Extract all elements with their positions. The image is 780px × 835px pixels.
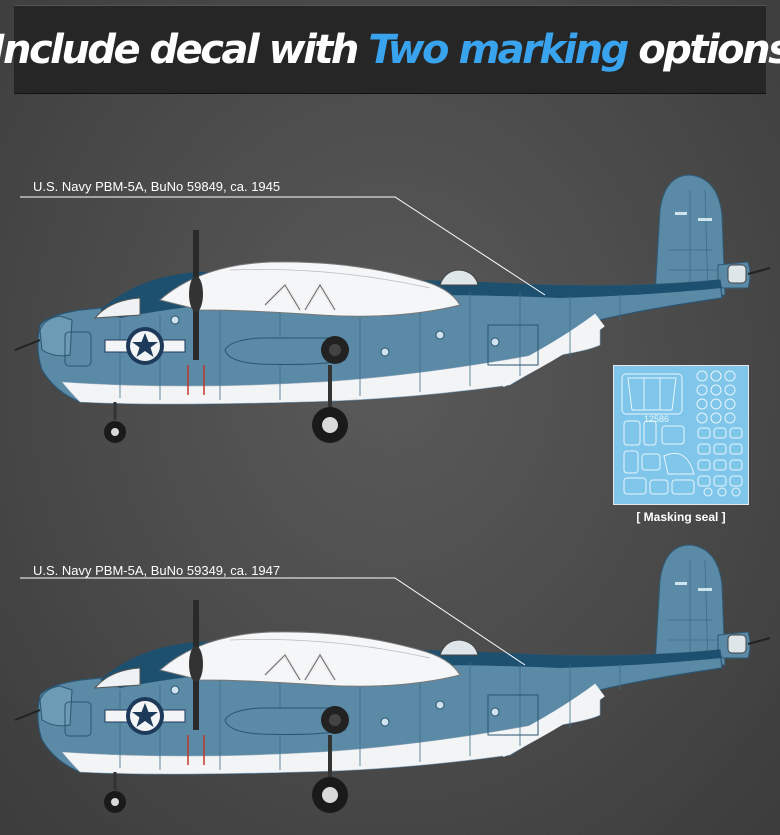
headline-banner: Include decal with Two marking options [0,5,780,94]
masking-sheet-number: 12586 [644,414,669,424]
masking-seal-illustration: 12586 [614,366,748,504]
headline-text: Include decal with Two marking options [0,27,780,73]
masking-seal-caption: [ Masking seal ] [636,510,726,524]
headline-highlight: Two marking [368,26,629,73]
marking-option-2-label: U.S. Navy PBM-5A, BuNo 59349, ca. 1947 [33,563,281,578]
headline-part-2: options [626,26,780,73]
headline-part-1: Include decal with [0,26,369,73]
marking-option-1-label: U.S. Navy PBM-5A, BuNo 59849, ca. 1945 [33,179,281,194]
masking-seal-sheet: 12586 [613,365,749,505]
